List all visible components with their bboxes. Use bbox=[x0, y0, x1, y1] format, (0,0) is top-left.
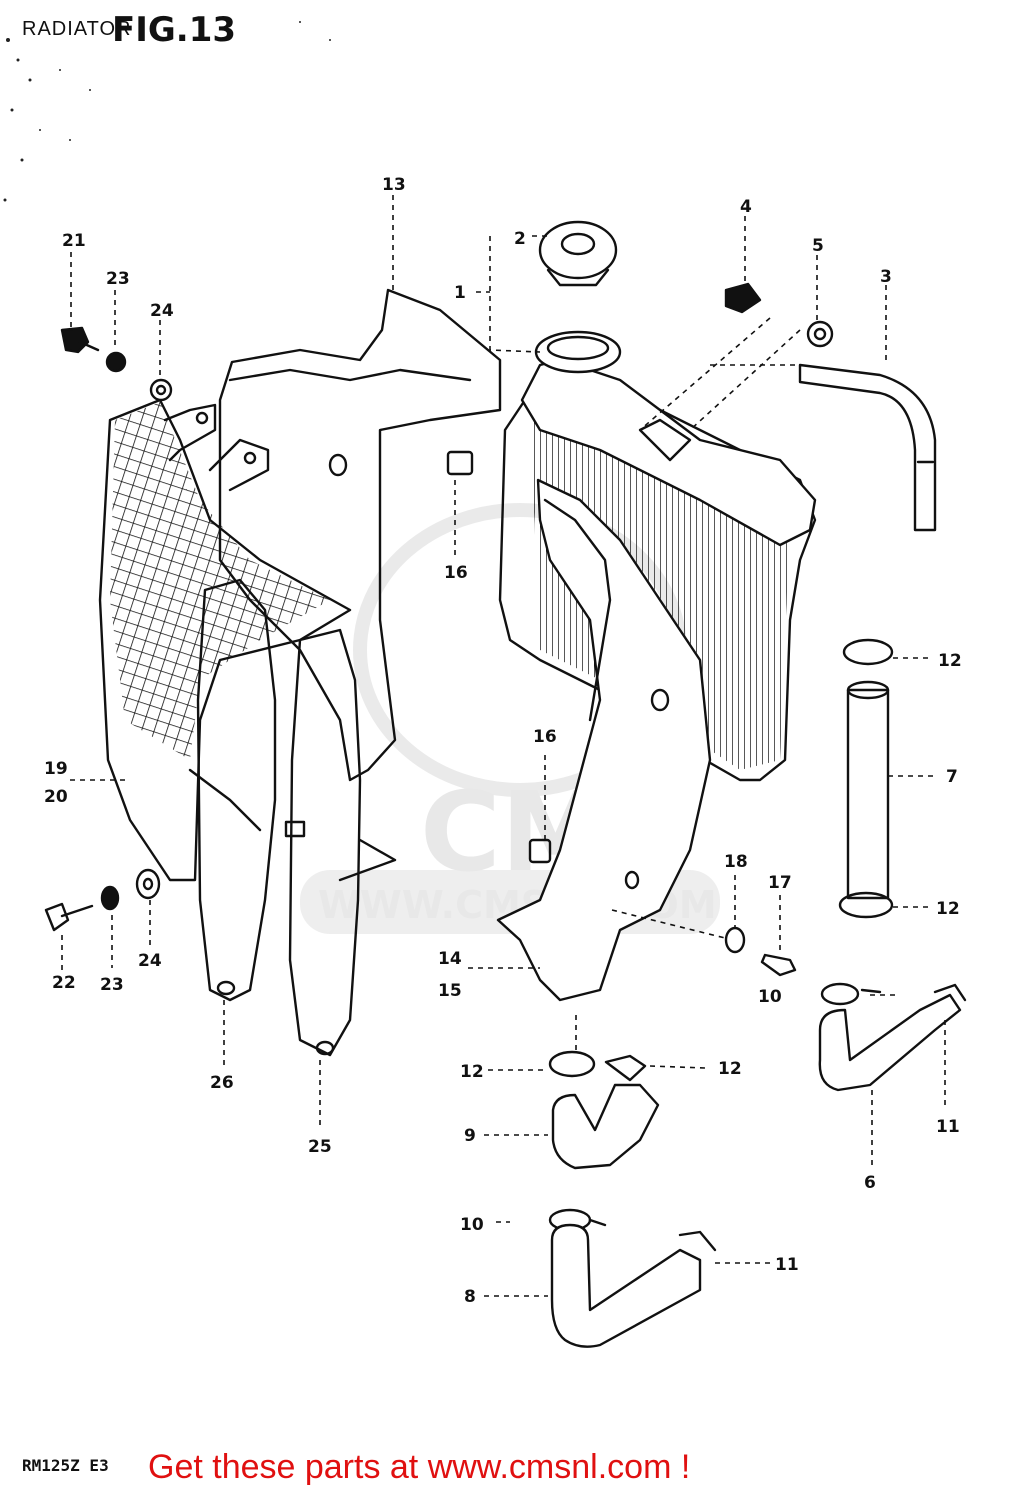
upper-shroud bbox=[218, 288, 502, 782]
hose-6 bbox=[818, 993, 962, 1092]
bolt-17 bbox=[760, 953, 797, 977]
callout-6: 6 bbox=[864, 1173, 876, 1193]
louver-mesh bbox=[110, 402, 330, 760]
callout-12-c: 12 bbox=[460, 1062, 484, 1082]
callout-12-b: 12 bbox=[936, 899, 960, 919]
callout-24-upper: 24 bbox=[150, 301, 174, 321]
callout-11-a: 11 bbox=[936, 1117, 960, 1137]
leader-lines bbox=[61, 195, 946, 1297]
louver-bracket-2-hole bbox=[243, 451, 257, 465]
callout-22: 22 bbox=[52, 973, 76, 993]
callout-4: 4 bbox=[740, 197, 752, 217]
overflow-nipple bbox=[638, 418, 692, 462]
filler-neck-inner bbox=[546, 335, 610, 361]
callout-9: 9 bbox=[464, 1126, 476, 1146]
hose-7-top bbox=[846, 680, 890, 700]
washer-24-lower-hole bbox=[142, 877, 154, 891]
lower-shroud-hole-2 bbox=[624, 870, 640, 890]
bolt-21 bbox=[60, 326, 90, 354]
guard-clip bbox=[284, 820, 306, 838]
model-code: RM125Z E3 bbox=[22, 1456, 109, 1475]
callout-23-upper: 23 bbox=[106, 269, 130, 289]
clamp-10-a bbox=[820, 982, 860, 1006]
shroud-bolt-hole bbox=[328, 453, 348, 477]
scan-noise bbox=[3, 21, 331, 202]
washer-5 bbox=[806, 320, 834, 348]
guard-25-hole bbox=[315, 1040, 335, 1056]
hose-7 bbox=[846, 688, 890, 900]
clamp-11-a bbox=[933, 983, 967, 1002]
lower-shroud-14-15 bbox=[496, 478, 712, 1002]
lower-shroud-hole bbox=[650, 688, 670, 712]
section-title: RADIATOR bbox=[22, 18, 132, 40]
washer-24-upper-hole bbox=[155, 384, 167, 396]
callout-12-d: 12 bbox=[718, 1059, 742, 1079]
louver-bracket-2 bbox=[208, 438, 270, 492]
callout-23-lower: 23 bbox=[100, 975, 124, 995]
callout-11-b: 11 bbox=[775, 1255, 799, 1275]
callout-7: 7 bbox=[946, 767, 958, 787]
washer-23-upper bbox=[105, 351, 127, 373]
clamp-11-b bbox=[678, 1230, 717, 1252]
radiator-cap-skirt bbox=[546, 268, 610, 287]
guard-26-hole bbox=[216, 980, 236, 996]
clamp-12-c bbox=[548, 1050, 596, 1078]
grommet-16-upper bbox=[446, 450, 474, 476]
callout-17: 17 bbox=[768, 873, 792, 893]
breather-hose-3 bbox=[798, 363, 937, 532]
hose-8 bbox=[550, 1223, 702, 1348]
callout-8: 8 bbox=[464, 1287, 476, 1307]
clamp-10-b-screw bbox=[588, 1218, 607, 1227]
callout-13: 13 bbox=[382, 175, 406, 195]
callout-15: 15 bbox=[438, 981, 462, 1001]
clamp-10-a-screw bbox=[860, 988, 882, 994]
washer-23-lower bbox=[100, 885, 120, 911]
washer-24-upper bbox=[149, 378, 173, 402]
clamp-12-d bbox=[604, 1054, 647, 1082]
footer-link-text[interactable]: Get these parts at www.cmsnl.com ! bbox=[148, 1448, 691, 1486]
callout-14: 14 bbox=[438, 949, 462, 969]
louver-bracket-hole bbox=[195, 411, 209, 425]
callout-16-a: 16 bbox=[444, 563, 468, 583]
louver-bracket bbox=[163, 403, 217, 462]
callout-1: 1 bbox=[454, 283, 466, 303]
callout-26: 26 bbox=[210, 1073, 234, 1093]
callout-5: 5 bbox=[812, 236, 824, 256]
grommet-16-lower bbox=[528, 838, 552, 864]
bolt-22 bbox=[44, 902, 70, 932]
lower-shroud-edge bbox=[543, 498, 612, 722]
figure-number: FIG.13 bbox=[112, 10, 237, 50]
callout-20: 20 bbox=[44, 787, 68, 807]
hose-9 bbox=[551, 1083, 660, 1170]
upper-shroud-edge bbox=[228, 368, 472, 382]
fitting-4 bbox=[724, 282, 762, 314]
radiator-cap-center bbox=[560, 232, 596, 256]
bolt-22-shank bbox=[60, 904, 94, 918]
callout-2: 2 bbox=[514, 229, 526, 249]
clamp-12-b bbox=[838, 891, 894, 919]
callout-18: 18 bbox=[724, 852, 748, 872]
clamp-12-a bbox=[842, 638, 894, 666]
callout-21: 21 bbox=[62, 231, 86, 251]
callout-12-a: 12 bbox=[938, 651, 962, 671]
callout-labels: 1 2 3 4 5 6 7 8 9 10 10 11 11 12 12 12 1… bbox=[44, 175, 962, 1307]
callout-10-b: 10 bbox=[460, 1215, 484, 1235]
callout-3: 3 bbox=[880, 267, 892, 287]
bolt-21-shank bbox=[78, 340, 100, 352]
washer-18 bbox=[724, 926, 746, 954]
callout-19: 19 bbox=[44, 759, 68, 779]
washer-24-lower bbox=[135, 868, 161, 900]
guard-26 bbox=[196, 578, 277, 1002]
callout-10-a: 10 bbox=[758, 987, 782, 1007]
guard-rod bbox=[188, 768, 262, 832]
callout-24-lower: 24 bbox=[138, 951, 162, 971]
radiator-cap bbox=[538, 220, 618, 280]
washer-5-hole bbox=[813, 327, 827, 341]
guard-25 bbox=[288, 628, 362, 1057]
callout-25: 25 bbox=[308, 1137, 332, 1157]
callout-16-b: 16 bbox=[533, 727, 557, 747]
